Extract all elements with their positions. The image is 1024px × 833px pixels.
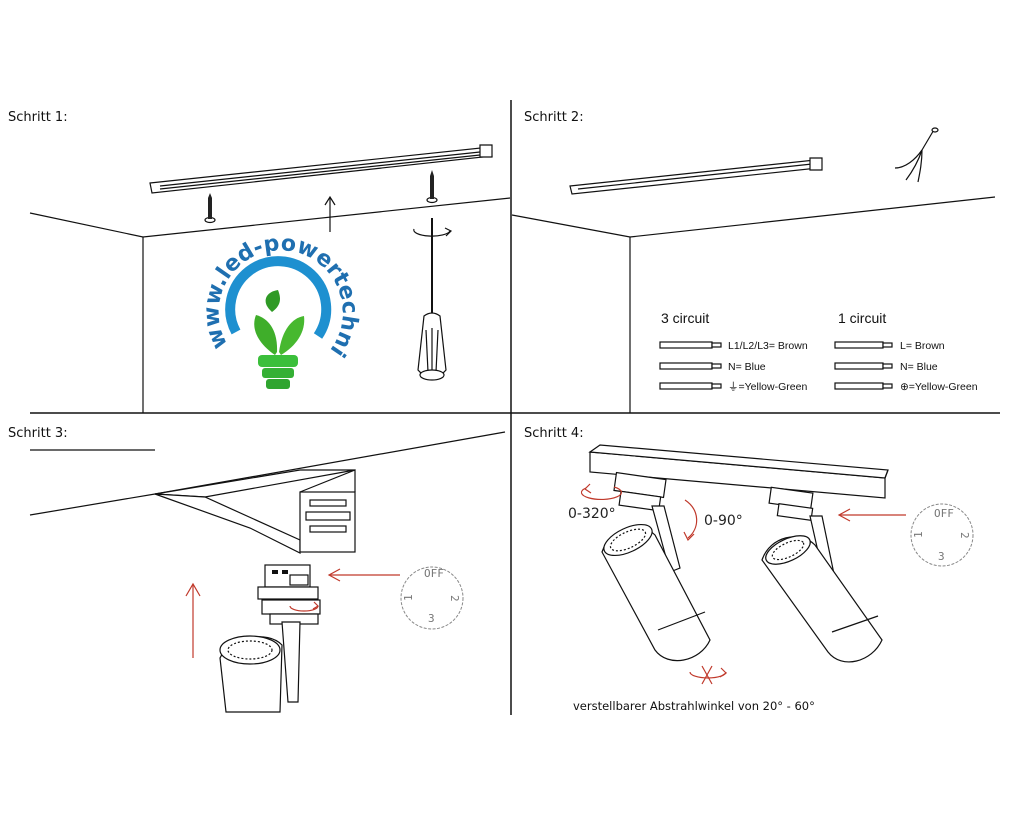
three-circuit-title: 3 circuit (661, 310, 709, 326)
spotlight-body (219, 621, 301, 713)
switch-label-3: 3 (428, 612, 435, 625)
rotate-arrow-icon (580, 483, 623, 501)
cable-icon (894, 127, 939, 183)
switch-label-off: OFF (934, 507, 954, 520)
up-arrow-icon (185, 582, 201, 658)
circuit-switch-dial: OFF 1 2 3 (910, 503, 974, 567)
switch-label-2: 2 (448, 595, 461, 602)
leaf-icon (265, 290, 280, 312)
left-arrow-icon (837, 508, 906, 522)
track-rail (569, 157, 823, 195)
spotlight-2 (761, 486, 883, 663)
step-4-panel: 0-320° 0-90° OFF 1 2 3 verstellbarer Abs… (568, 444, 974, 713)
step-2-panel: 3 circuit L1/L2/L3= Brown N= Blue ⏚=Yell… (511, 127, 996, 413)
switch-label-1: 1 (402, 594, 415, 601)
wire-label-blue-3: N= Blue (728, 361, 766, 373)
wire-label-blue-1: N= Blue (900, 361, 938, 373)
leaf-icon (254, 315, 278, 355)
wire-diagram-3-circuit (659, 341, 722, 390)
track-rail-profile (154, 469, 356, 554)
switch-label-3: 3 (938, 550, 945, 563)
company-logo: www.led-powertechnik.de (0, 0, 362, 389)
step-1-panel: www.led-powertechnik.de (0, 0, 511, 413)
circuit-switch-dial: OFF 1 2 3 (400, 566, 464, 630)
one-circuit-title: 1 circuit (838, 310, 886, 326)
screwdriver-icon (413, 218, 453, 381)
spotlight-1 (601, 471, 711, 662)
bulb-base-icon (258, 355, 298, 367)
left-arrow-icon (327, 568, 400, 582)
step-3-title: Schritt 3: (8, 426, 68, 441)
switch-label-2: 2 (958, 532, 971, 539)
beam-angle-caption: verstellbarer Abstrahlwinkel von 20° - 6… (573, 699, 815, 713)
wire-label-brown-3: L1/L2/L3= Brown (728, 340, 808, 352)
track-rail (149, 144, 493, 194)
ceiling-line (29, 197, 511, 238)
ceiling-line (511, 196, 996, 238)
screw-icon (204, 193, 216, 224)
beam-adjust-arrow-icon (689, 665, 727, 685)
step-1-title: Schritt 1: (8, 110, 68, 125)
screw-icon (426, 170, 438, 204)
switch-label-1: 1 (912, 531, 925, 538)
up-arrow-icon (324, 195, 336, 232)
logo-ring (225, 256, 332, 339)
track-adapter (257, 564, 321, 625)
wire-label-ground-3: ⏚=Yellow-Green (728, 381, 807, 393)
wire-label-ground-1: ⊕=Yellow-Green (900, 381, 978, 393)
leaf-icon (279, 316, 305, 355)
wire-diagram-1-circuit (834, 341, 893, 390)
track-rail (588, 444, 889, 499)
step-3-panel: OFF 1 2 3 (29, 431, 506, 713)
step-4-title: Schritt 4: (524, 426, 584, 441)
wire-label-brown-1: L= Brown (900, 340, 945, 352)
switch-label-off: OFF (424, 567, 444, 580)
tilt-arrow-icon (683, 499, 698, 542)
ceiling-line (29, 431, 506, 516)
tilt-angle-label: 0-90° (704, 513, 743, 529)
rotation-angle-label: 0-320° (568, 506, 616, 522)
step-2-title: Schritt 2: (524, 110, 584, 125)
